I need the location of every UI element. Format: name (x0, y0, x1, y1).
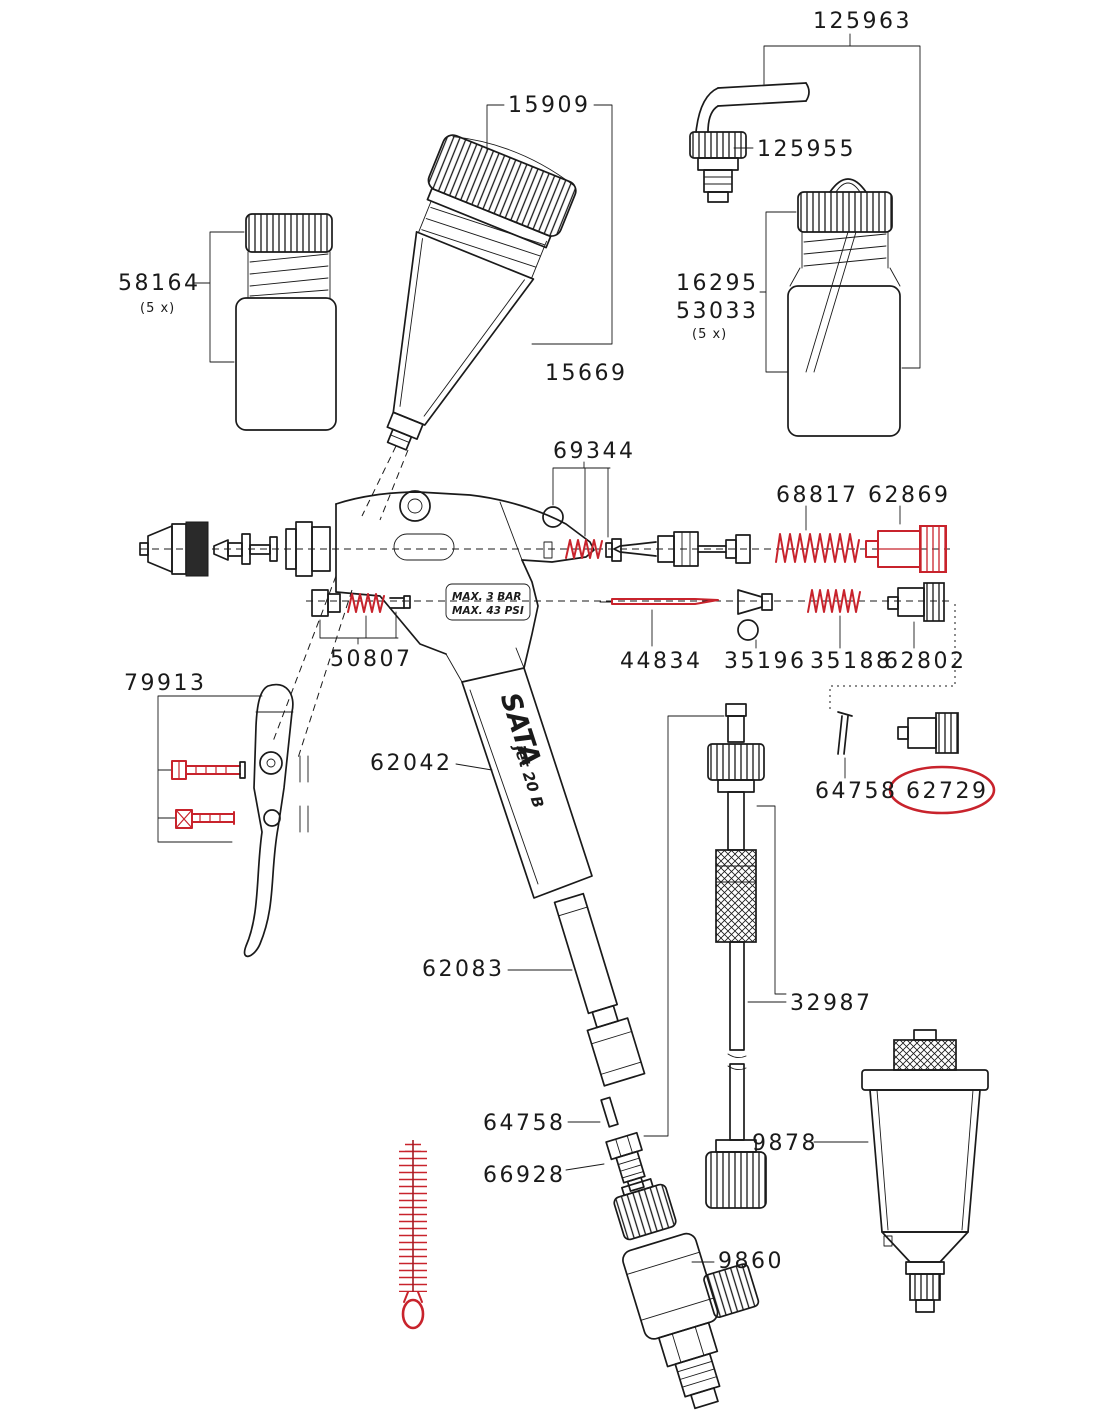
part-label-32987: 32987 (790, 991, 873, 1016)
gun-max-psi-text: MAX. 43 PSI (452, 605, 524, 617)
highlight-ellipse-62729 (888, 765, 996, 815)
needle-44834 (599, 598, 719, 605)
fitting-62869 (865, 525, 947, 573)
aircap-nozzle-parts (139, 521, 331, 577)
trigger-lever (243, 683, 294, 958)
part-label-53033-qty: (5 x) (692, 327, 727, 342)
tube-62083 (553, 892, 646, 1087)
part-label-9860: 9860 (718, 1249, 784, 1274)
handle-62042-drawing: SATA jet 20 B (445, 647, 593, 899)
fitting-62729 (897, 712, 959, 754)
part-label-62042: 62042 (370, 751, 453, 776)
part-label-125963: 125963 (813, 9, 912, 34)
fitting-62802 (887, 582, 945, 622)
part-label-125955: 125955 (757, 137, 856, 162)
part-label-58164: 58164 (118, 271, 201, 296)
part-label-53033: 53033 (676, 299, 759, 324)
pin-64758-upper (837, 711, 853, 755)
parts-35196 (737, 589, 773, 641)
part-label-62802: 62802 (884, 649, 967, 674)
spring-35188 (807, 589, 861, 613)
needle-packing-parts (613, 531, 751, 567)
part-label-15909: 15909 (508, 93, 591, 118)
parts-69344 (542, 506, 622, 562)
trigger-assembly-79913 (171, 683, 309, 958)
part-label-62729: 62729 (906, 779, 989, 804)
part-label-58164-qty: (5 x) (140, 301, 175, 316)
part-label-62869: 62869 (868, 483, 951, 508)
part-label-15669: 15669 (545, 361, 628, 386)
elbow-fitting-125955 (689, 82, 810, 203)
swivel-assembly-32987 (705, 703, 767, 1209)
filter-cup-9878 (861, 1029, 989, 1313)
gun-body-drawing: MAX. 3 BAR MAX. 43 PSI (335, 490, 595, 669)
part-label-69344: 69344 (553, 439, 636, 464)
spring-68817 (775, 533, 860, 563)
trigger-screw-upper (171, 755, 309, 783)
cleaning-brush (399, 1140, 427, 1330)
part-label-66928: 66928 (483, 1163, 566, 1188)
parts-50807 (311, 589, 411, 617)
part-label-44834: 44834 (620, 649, 703, 674)
part-label-62083: 62083 (422, 957, 505, 982)
part-label-35196: 35196 (724, 649, 807, 674)
part-label-16295: 16295 (676, 271, 759, 296)
part-label-64758-upper: 64758 (815, 779, 898, 804)
centerlines (140, 445, 956, 759)
cup-assembly-15909-15669 (386, 134, 577, 451)
part-label-9878: 9878 (752, 1131, 818, 1156)
swivel-nut (613, 1178, 677, 1241)
part-label-35188: 35188 (810, 649, 893, 674)
part-labels: 125963 15909 125955 58164 (5 x) 16295 53… (118, 9, 989, 1274)
bottle-58164-drawing (235, 213, 337, 431)
trigger-screw-lower (175, 805, 309, 833)
leader-lines (157, 33, 921, 1263)
bottle-assembly-16295-53033 (787, 178, 901, 437)
valve-9860 (622, 1232, 760, 1410)
part-label-79913: 79913 (124, 671, 207, 696)
part-label-68817: 68817 (776, 483, 859, 508)
part-label-50807: 50807 (330, 647, 413, 672)
pin-64758-lower (600, 1096, 619, 1128)
part-label-64758-lower: 64758 (483, 1111, 566, 1136)
gun-max-bar-text: MAX. 3 BAR (452, 591, 522, 603)
